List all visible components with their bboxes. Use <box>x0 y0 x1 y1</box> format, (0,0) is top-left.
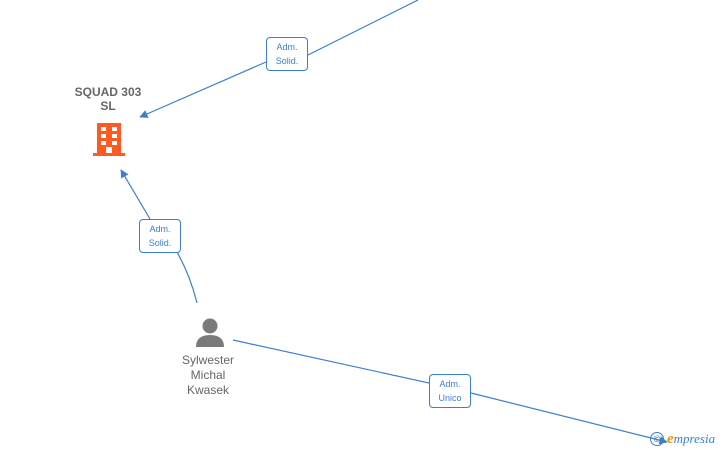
edge-label-2[interactable]: Adm. Solid. <box>139 219 181 253</box>
person-name[interactable]: Sylwester Michal Kwasek <box>181 353 234 397</box>
edge-label-3[interactable]: Adm. Unico <box>429 374 471 408</box>
copyright-icon: © <box>650 432 664 446</box>
edge-line-1[interactable] <box>140 0 419 117</box>
edge-line-2[interactable] <box>121 170 198 304</box>
edge-label-1[interactable]: Adm. Solid. <box>266 37 308 71</box>
building-icon[interactable] <box>93 121 125 157</box>
logo-text: mpresia <box>673 431 716 446</box>
empresia-logo[interactable]: © e mpresia <box>650 428 715 450</box>
person-icon[interactable] <box>194 317 226 347</box>
edge-line-3[interactable] <box>232 339 667 442</box>
company-name[interactable]: SQUAD 303 SL <box>74 85 142 113</box>
logo-initial: e <box>667 430 674 447</box>
